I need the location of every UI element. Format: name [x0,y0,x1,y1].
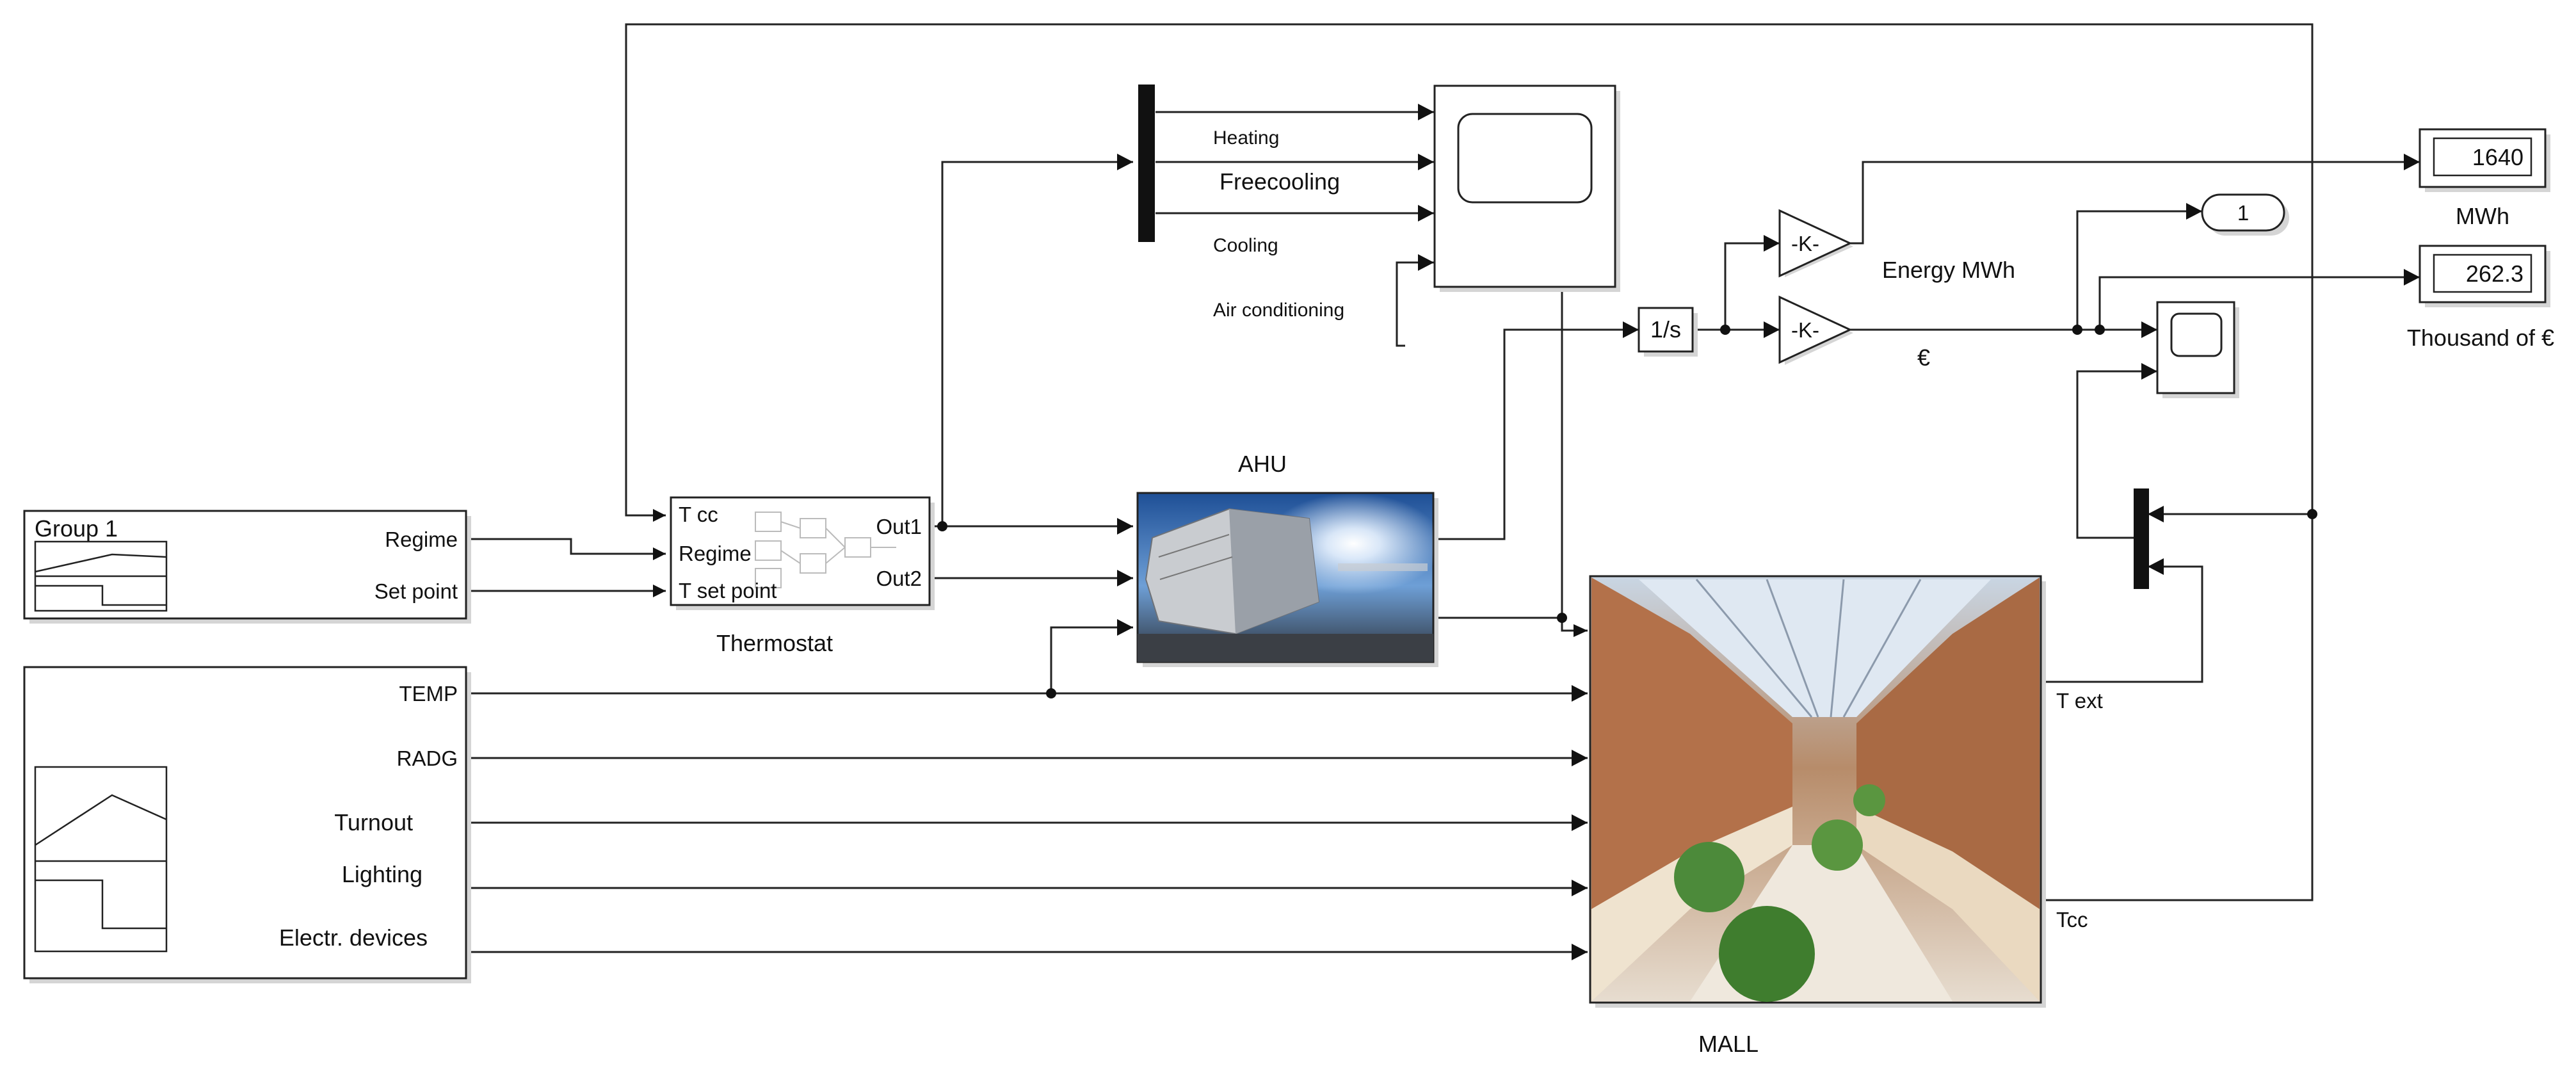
mux-icon[interactable] [2134,488,2149,589]
outport-block[interactable]: 1 [2201,193,2289,236]
mall-block[interactable]: T ext Tcc [1589,575,2103,1008]
ahu-label: AHU [1238,451,1287,477]
input-port-lighting: Lighting [342,861,423,887]
scope-block-small[interactable] [2156,301,2239,398]
mall-photo [1589,575,2042,1004]
gain-cost-label: -K- [1791,318,1819,342]
input-port-radg: RADG [397,746,458,770]
arrowheads [653,104,2420,960]
display-cost-unit: Thousand of € [2407,325,2554,351]
thermostat-label: Thermostat [716,630,833,656]
signal-builder-icon [34,766,168,953]
gain-energy-label: -K- [1791,232,1819,255]
ahu-photo [1136,492,1435,663]
ahu-block[interactable] [1136,492,1438,667]
thermostat-in-regime: Regime [679,542,752,565]
mux-icon[interactable] [1138,85,1155,242]
mall-out-text: T ext [2056,689,2103,713]
thermostat-out2: Out2 [876,567,922,590]
signal-label-freecooling: Freecooling [1220,168,1340,195]
signal-label-heating: Heating [1213,127,1279,149]
logic-subsystem-icon [755,512,896,588]
display-energy-value: 1640 [2472,144,2524,170]
scope-icon [2170,312,2223,357]
scope-block-large[interactable] [1433,85,1620,292]
input-port-temp: TEMP [399,682,458,706]
display-cost-value: 262.3 [2466,261,2524,287]
input-port-electr-devices: Electr. devices [279,924,428,951]
energy-caption: Energy MWh [1882,257,2015,283]
signal-builder-icon [34,540,168,612]
group1-title: Group 1 [35,515,118,542]
integrator-block[interactable]: 1/s [1638,307,1698,357]
mux-signal-labels: Heating Freecooling Cooling Air conditio… [1213,127,1344,321]
thermostat-in-tsetpoint: T set point [679,579,777,602]
input-port-turnout: Turnout [334,809,413,835]
signal-lines [465,23,2420,953]
outport-label: 1 [2237,201,2249,225]
display-energy-unit: MWh [2456,203,2509,229]
group1-port-regime: Regime [385,528,458,551]
group1-block[interactable]: Group 1 Regime Set point [23,510,471,624]
signal-label-cooling: Cooling [1213,235,1278,256]
display-energy[interactable]: 1640 [2419,128,2550,192]
signal-label-air-conditioning: Air conditioning [1213,300,1344,321]
group1-port-setpoint: Set point [374,579,458,603]
mall-out-tcc: Tcc [2056,908,2088,932]
thermostat-out1: Out1 [876,515,922,538]
cost-caption: € [1917,344,1930,371]
thermostat-in-tcc: T cc [679,503,718,526]
gain-block-cost[interactable]: -K- [1778,295,1853,365]
input-signals-block[interactable]: TEMP RADG Turnout Lighting Electr. devic… [23,666,471,983]
display-cost[interactable]: 262.3 [2419,245,2550,307]
thermostat-block[interactable]: T cc Regime T set point Out1 Out2 [670,496,935,610]
scope-icon [1457,113,1593,204]
junction-dots [937,325,2317,698]
integrator-label: 1/s [1650,316,1681,343]
mall-label: MALL [1698,1031,1759,1057]
gain-block-energy[interactable]: -K- [1778,209,1853,278]
